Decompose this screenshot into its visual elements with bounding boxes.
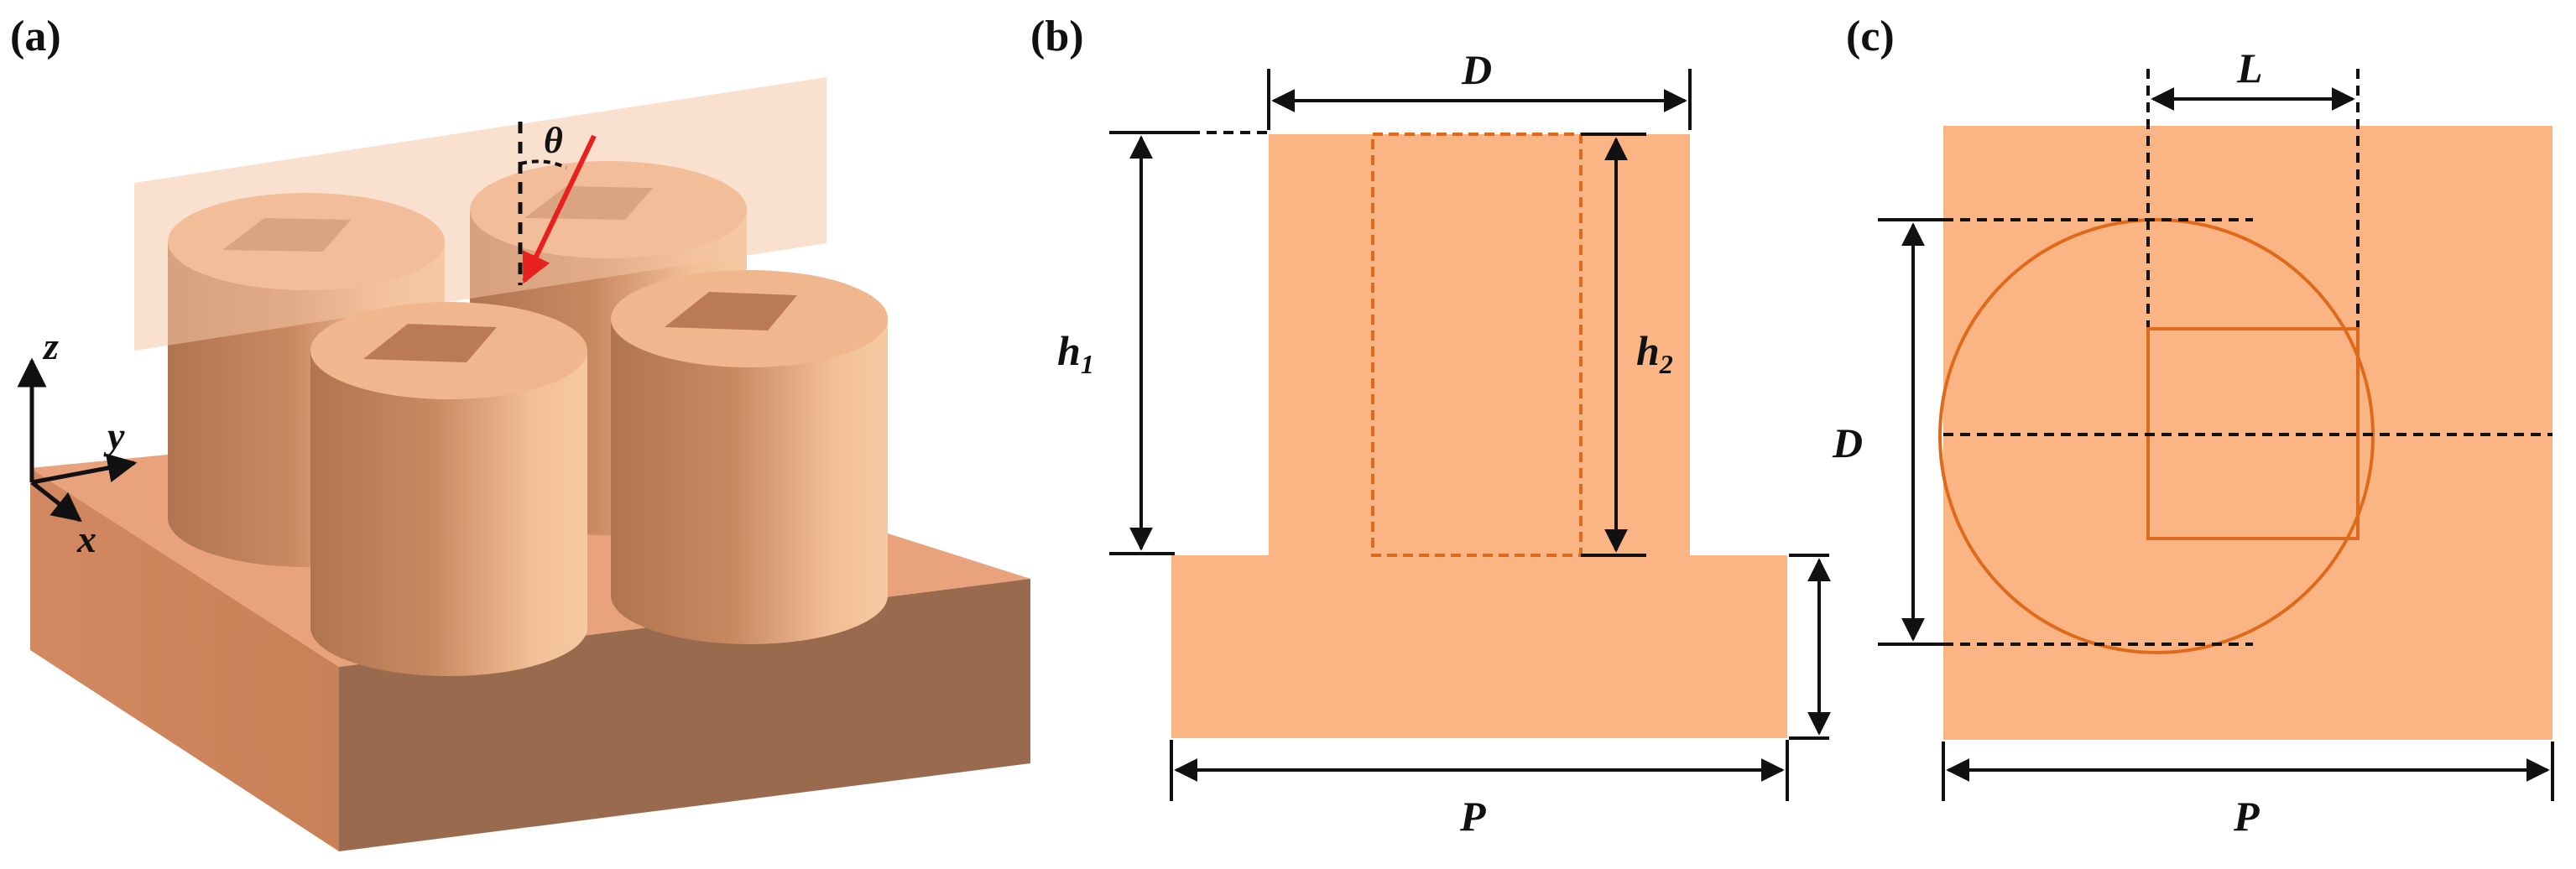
- dim-D-label: D: [1461, 46, 1492, 93]
- dim-P-label-c: P: [2233, 793, 2260, 840]
- coordinate-axes: [17, 357, 138, 523]
- panel-c: (c) L D P: [1832, 13, 2554, 840]
- incident-ray: [522, 134, 597, 284]
- substrate-section: [1171, 555, 1787, 738]
- dim-L-label: L: [2236, 44, 2263, 91]
- dim-P-label-b: P: [1459, 793, 1486, 840]
- cylinder-front-right: [611, 270, 888, 644]
- x-axis-label: x: [76, 518, 96, 560]
- panel-a-label: (a): [10, 13, 61, 60]
- substrate-front-face: [30, 468, 339, 851]
- panel-b: (b) D h1 h2 P: [1030, 13, 1831, 840]
- panel-a: (a): [10, 13, 1030, 851]
- dim-h2-label: h2: [1636, 327, 1673, 379]
- pillar-section: [1269, 134, 1690, 555]
- dim-h1-label: h1: [1057, 327, 1094, 379]
- cylinder-front-left: [310, 302, 587, 676]
- theta-arc: [519, 159, 567, 169]
- dim-D-label-c: D: [1832, 419, 1863, 466]
- panel-c-label: (c): [1846, 13, 1895, 60]
- incidence-plane: [134, 77, 827, 351]
- hole-outline: [1371, 133, 1583, 557]
- y-axis-label: y: [103, 414, 125, 457]
- z-axis-label: z: [42, 325, 59, 367]
- theta-label: θ: [544, 120, 563, 161]
- panel-b-label: (b): [1030, 13, 1084, 60]
